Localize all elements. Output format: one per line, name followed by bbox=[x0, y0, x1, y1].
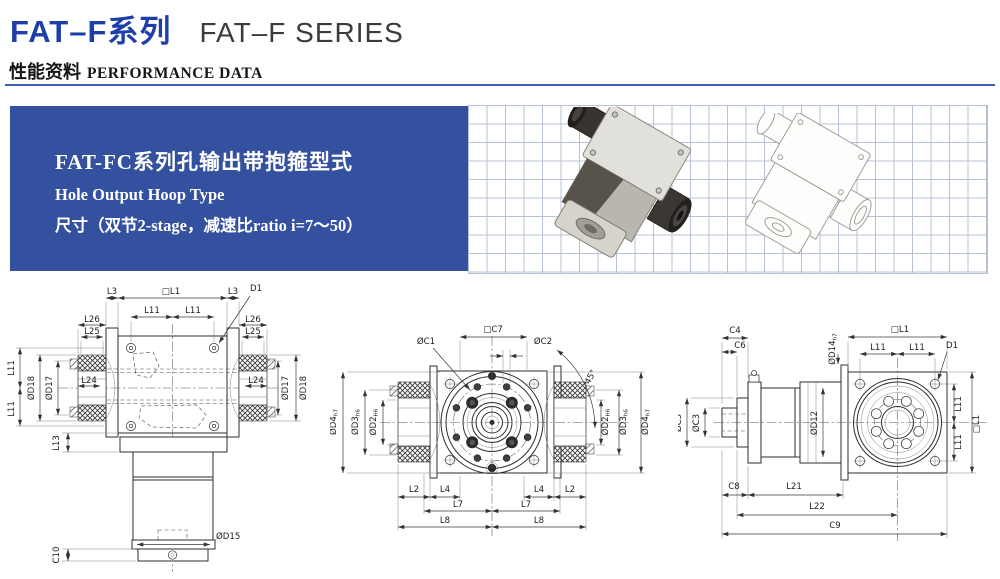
dimension-labels: L3 □L1 L3 D1 L11 L11 L26 L25 L26 L25 L24… bbox=[7, 284, 309, 563]
section-heading: 性能资料 PERFORMANCE DATA bbox=[9, 58, 263, 84]
dim-d1: D1 bbox=[250, 284, 262, 294]
section-heading-en: PERFORMANCE DATA bbox=[87, 65, 263, 82]
dim-c8: C8 bbox=[728, 482, 739, 492]
dim-c7: □C7 bbox=[483, 325, 503, 335]
dim-c2: ØC2 bbox=[534, 336, 552, 347]
dim-d17-right: ØD17 bbox=[280, 376, 291, 400]
body-geometry bbox=[58, 324, 286, 572]
dim-c4: C4 bbox=[729, 326, 740, 336]
dim-d12: ØD12 bbox=[809, 411, 820, 435]
leader-lines bbox=[218, 295, 251, 344]
dim-l24-left: L24 bbox=[81, 376, 97, 386]
body-geometry bbox=[380, 336, 628, 536]
dim-l25-right: L25 bbox=[245, 327, 261, 337]
page-title-zh: FAT–F系列 bbox=[10, 14, 172, 49]
drawing-front-view: L3 □L1 L3 D1 L11 L11 L26 L25 L26 L25 L24… bbox=[7, 284, 309, 572]
dim-d2-right: ØD2H6 bbox=[600, 408, 612, 435]
feature-banner: FAT-FC系列孔输出带抱箍型式 Hole Output Hoop Type 尺… bbox=[10, 106, 468, 271]
leader-lines bbox=[835, 351, 948, 381]
dim-l26-left: L26 bbox=[84, 315, 100, 325]
dim-d4-left: ØD4h7 bbox=[330, 409, 340, 435]
extension-lines bbox=[691, 341, 976, 538]
dim-c6: C6 bbox=[734, 341, 745, 351]
banner-line2: Hole Output Hoop Type bbox=[55, 185, 225, 204]
dim-l2-left: L2 bbox=[409, 485, 419, 495]
dim-d3-right: ØD3h6 bbox=[618, 409, 630, 435]
dim-l1-side: □L1 bbox=[972, 415, 982, 433]
dim-c10: C10 bbox=[52, 547, 62, 564]
dim-l1-top: □L1 bbox=[162, 287, 180, 297]
banner-line1: FAT-FC系列孔输出带抱箍型式 bbox=[55, 150, 353, 174]
banner-line3: 尺寸（双节2-stage，减速比ratio i=7～50） bbox=[55, 216, 363, 235]
gearbox-render-solid bbox=[554, 107, 692, 258]
dim-l11-left-lower: L11 bbox=[7, 401, 17, 417]
body-geometry bbox=[714, 358, 988, 541]
dim-l24-right: L24 bbox=[248, 376, 264, 386]
clamp-hub-left bbox=[389, 381, 441, 463]
grid-photo-panel bbox=[468, 105, 988, 274]
dim-l3-right: L3 bbox=[228, 287, 238, 297]
page-header: FAT–F系列 FAT–F SERIES bbox=[10, 6, 404, 51]
dim-l7-left: L7 bbox=[453, 500, 463, 510]
dim-d18-left: ØD18 bbox=[26, 376, 37, 400]
dim-l11-side-upper: L11 bbox=[954, 396, 964, 412]
dim-d2-left: ØD2H6 bbox=[368, 408, 380, 435]
dim-c9: C9 bbox=[829, 521, 840, 531]
page-title-en: FAT–F SERIES bbox=[199, 17, 404, 48]
bolt-holes bbox=[870, 395, 925, 450]
dim-d15: ØD15 bbox=[216, 531, 240, 542]
dim-d3-left: ØD3h6 bbox=[350, 409, 362, 435]
drawing-side-profile-view: C4 C6 ØD14h7 □L1 L11 L11 D1 ØC5 ØC3 ØD12… bbox=[678, 325, 988, 541]
dim-l25-left: L25 bbox=[84, 327, 100, 337]
dim-l21: L21 bbox=[786, 482, 802, 492]
dim-l11-top-right: L11 bbox=[909, 343, 925, 353]
dim-angle-45: 45° bbox=[583, 368, 599, 386]
dim-d14: ØD14h7 bbox=[827, 333, 839, 365]
dim-l11-top-right: L11 bbox=[185, 306, 201, 316]
dim-l4-left: L4 bbox=[440, 485, 450, 495]
dim-l1-top: □L1 bbox=[891, 325, 909, 335]
dim-c5: ØC5 bbox=[678, 414, 684, 432]
motor-housing bbox=[119, 436, 228, 562]
dimension-lines bbox=[340, 334, 644, 530]
dim-l8-left: L8 bbox=[440, 516, 450, 526]
dim-l8-right: L8 bbox=[534, 516, 544, 526]
dim-l11-top-left: L11 bbox=[870, 343, 886, 353]
section-heading-zh: 性能资料 bbox=[9, 62, 81, 82]
clamp-hub-right bbox=[543, 381, 595, 463]
drawing-flange-face-view: □C7 ØC1 ØC2 45° ØD4h7 ØD3h6 ØD2H6 ØD2H6 … bbox=[330, 325, 652, 536]
dim-l13: L13 bbox=[52, 435, 62, 451]
dim-l26-right: L26 bbox=[245, 315, 261, 325]
dim-d4-right: ØD4h7 bbox=[640, 409, 652, 435]
dim-l11-top-left: L11 bbox=[144, 306, 160, 316]
dim-l11-side-lower: L11 bbox=[954, 434, 964, 450]
dimension-labels: C4 C6 ØD14h7 □L1 L11 L11 D1 ØC5 ØC3 ØD12… bbox=[678, 325, 982, 531]
dim-l7-right: L7 bbox=[521, 500, 531, 510]
dim-l4-right: L4 bbox=[534, 485, 544, 495]
dim-d17-left: ØD17 bbox=[44, 376, 55, 400]
dim-c3: ØC3 bbox=[691, 414, 702, 432]
dimension-lines bbox=[17, 295, 299, 561]
dim-d18-right: ØD18 bbox=[298, 376, 309, 400]
extension-lines bbox=[16, 302, 301, 562]
dim-c1: ØC1 bbox=[417, 336, 435, 347]
dim-l22: L22 bbox=[809, 502, 825, 512]
section-underline bbox=[5, 84, 995, 86]
leader-lines bbox=[432, 347, 523, 391]
dim-l2-right: L2 bbox=[565, 485, 575, 495]
dimension-lines bbox=[684, 334, 975, 537]
dim-l3-left: L3 bbox=[107, 287, 117, 297]
dim-d1: D1 bbox=[946, 341, 958, 351]
gearbox-render-outline bbox=[745, 113, 872, 254]
dim-l11-left-upper: L11 bbox=[7, 360, 17, 376]
